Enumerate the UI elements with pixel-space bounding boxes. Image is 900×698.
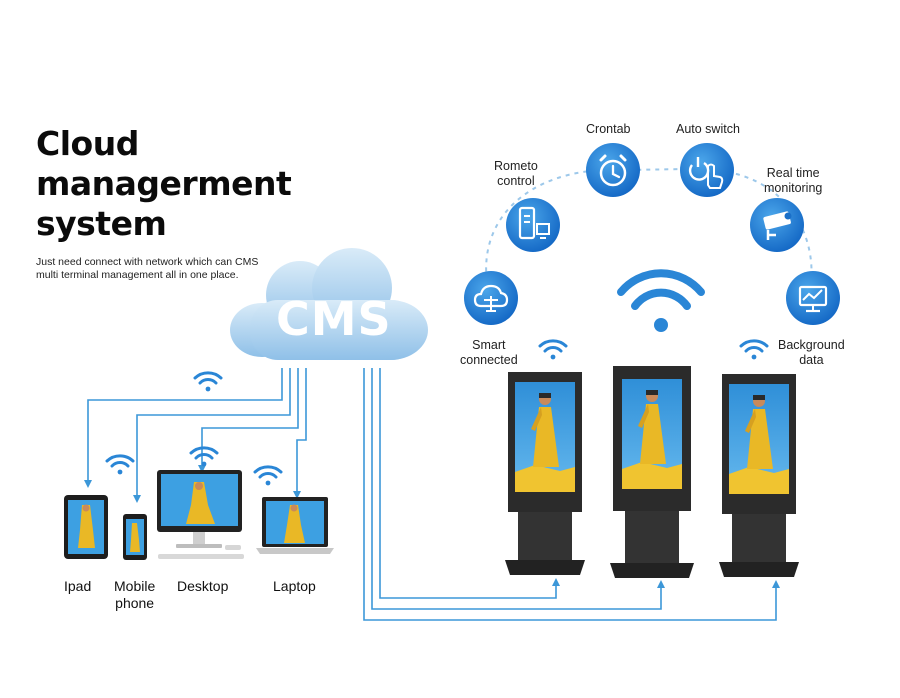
- wifi-icon: [189, 446, 219, 468]
- remote-control-label: Rometo control: [494, 159, 538, 189]
- title-line: system: [36, 204, 167, 243]
- kiosk-display: [719, 374, 799, 577]
- remote-control-icon: [506, 198, 560, 252]
- power-touch-icon: [680, 143, 734, 197]
- label-line: Background: [778, 338, 845, 352]
- label-line: connected: [460, 353, 518, 367]
- wifi-icon: [538, 339, 568, 361]
- label-line: control: [497, 174, 535, 188]
- wifi-icon: [193, 371, 223, 393]
- desktop-label: Desktop: [177, 578, 229, 594]
- title-line: managerment: [36, 164, 292, 203]
- page-title: Cloud managerment system: [36, 124, 292, 244]
- label-line: Mobile: [114, 578, 156, 594]
- label-line: Rometo: [494, 159, 538, 173]
- label-line: phone: [115, 595, 155, 611]
- alarm-clock-icon: [586, 143, 640, 197]
- real-time-monitoring-label: Real time monitoring: [764, 166, 822, 196]
- camera-monitoring-icon: [750, 198, 804, 252]
- label-line: Smart: [472, 338, 506, 352]
- laptop-label: Laptop: [273, 578, 316, 594]
- crontab-label: Crontab: [586, 122, 631, 136]
- label-line: data: [799, 353, 824, 367]
- kiosk-display: [505, 372, 585, 575]
- ipad-device: [64, 495, 108, 559]
- cloud-connect-icon: [464, 271, 518, 325]
- label-line: Real time: [766, 166, 820, 180]
- mobile-phone-device: [123, 514, 147, 560]
- wifi-icon: [253, 465, 283, 487]
- description: Just need connect with network which can…: [36, 256, 296, 282]
- chart-monitor-icon: [786, 271, 840, 325]
- smart-connected-label: Smart connected: [460, 338, 518, 368]
- arrowheads: [84, 465, 780, 588]
- cms-cloud: [230, 248, 428, 360]
- kiosk-display: [610, 366, 694, 578]
- wifi-icon: [739, 339, 769, 361]
- cms-label: CMS: [276, 292, 392, 346]
- wifi-icon: [105, 454, 135, 476]
- connection-lines: [87, 368, 777, 621]
- mobile-phone-label: Mobile phone: [114, 578, 155, 612]
- title-line: Cloud: [36, 124, 139, 163]
- ipad-label: Ipad: [64, 578, 92, 594]
- wifi-icon: [617, 269, 705, 332]
- description-line: Just need connect with network which can…: [36, 256, 259, 268]
- description-line: multi terminal management all in one pla…: [36, 269, 239, 281]
- background-data-label: Background data: [778, 338, 845, 368]
- desktop-device: [157, 470, 244, 559]
- laptop-device: [256, 497, 334, 554]
- auto-switch-label: Auto switch: [676, 122, 740, 136]
- label-line: monitoring: [764, 181, 823, 195]
